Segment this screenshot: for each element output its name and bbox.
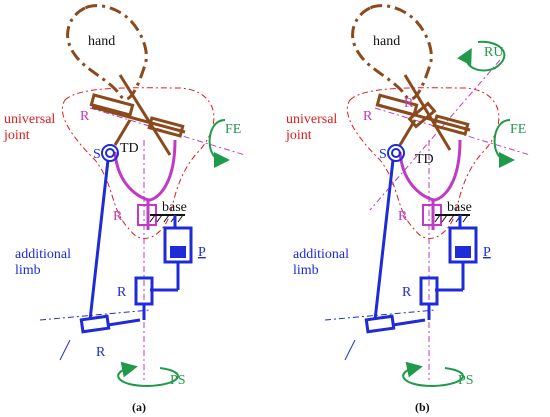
s-label: S [93, 147, 101, 162]
base-label: base [447, 200, 472, 215]
fe-rotation-arrow [493, 119, 515, 168]
r-top-mid-label: R [404, 96, 414, 111]
additional-label: additional [293, 247, 349, 262]
universal-joint-region [61, 87, 215, 239]
p-label: P [198, 245, 206, 260]
hand-outline [66, 4, 148, 101]
panel-b: hand RU universal joint R R TD FE R S [285, 4, 531, 414]
hand-linkage [89, 74, 186, 156]
joint-arc [398, 139, 462, 202]
r-top-label: R [80, 109, 90, 124]
r-mid-label: R [113, 209, 123, 224]
r-bottom-joint [79, 314, 111, 334]
caption-a: (a) [132, 400, 146, 414]
joint-label: joint [3, 128, 30, 143]
r-mid-label: R [398, 209, 408, 224]
panel-a: hand universal joint R TD FE R S [3, 4, 246, 414]
ps-label: PS [458, 373, 474, 388]
r-low-label: R [117, 285, 127, 300]
universal-label: universal [4, 112, 55, 127]
joint-arc [113, 139, 177, 202]
fe-label: FE [510, 122, 526, 137]
fe-rotation-arrow [208, 119, 230, 168]
caption-b: (b) [415, 400, 430, 414]
p-label: P [483, 245, 491, 260]
additional-label: additional [15, 247, 71, 262]
base-label: base [162, 200, 187, 215]
additional-limb-bar [373, 159, 395, 321]
ru-label: RU [484, 45, 503, 60]
limb-label: limb [293, 263, 319, 278]
s-label: S [379, 147, 387, 162]
hand-linkage [375, 74, 471, 151]
td-label: TD [415, 152, 434, 167]
s-joint [387, 144, 405, 162]
ru-rotation-arrow [457, 40, 506, 72]
hand-label: hand [88, 34, 115, 49]
r-bottom-label: R [96, 345, 106, 360]
limb-label: limb [15, 263, 41, 278]
r-low-label: R [402, 285, 412, 300]
hand-label: hand [373, 34, 400, 49]
ps-label: PS [170, 373, 186, 388]
r-bottom-joint [364, 314, 396, 334]
ps-rotation-arrow [402, 361, 464, 388]
joint-label: joint [285, 128, 312, 143]
ps-rotation-arrow [117, 361, 179, 388]
s-joint [101, 144, 119, 162]
hand-outline [351, 4, 433, 101]
td-label: TD [120, 141, 139, 156]
ru-axis [369, 59, 501, 211]
universal-joint-region [346, 87, 500, 239]
fe-label: FE [225, 122, 241, 137]
additional-limb-bar [88, 159, 110, 321]
universal-label: universal [286, 112, 337, 127]
r-top-left-label: R [363, 109, 373, 124]
